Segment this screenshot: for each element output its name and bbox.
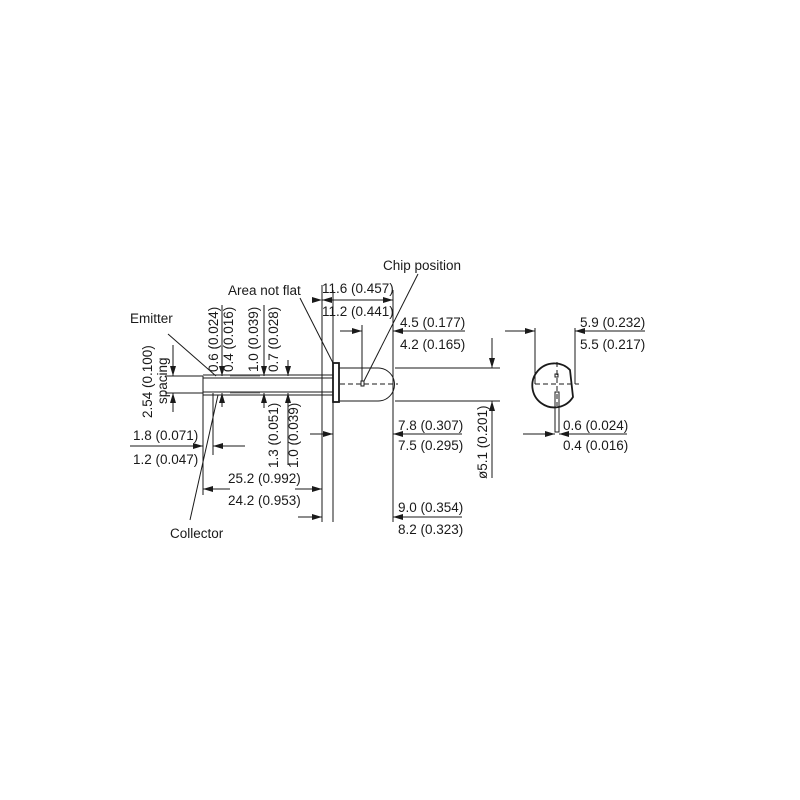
dim-lead-spacing: 2.54 (0.100) bbox=[140, 345, 155, 418]
dimension-lines bbox=[130, 297, 495, 520]
flange bbox=[332, 362, 340, 403]
chip-position-label: Chip position bbox=[383, 258, 461, 273]
collector-label: Collector bbox=[170, 526, 224, 541]
spacing-label: spacing bbox=[155, 357, 170, 404]
dim-overall-min: 11.2 (0.441) bbox=[322, 304, 394, 319]
dim-kink2-min: 1.0 (0.039) bbox=[286, 403, 301, 468]
dim-overall-max: 11.6 (0.457) bbox=[322, 281, 394, 296]
lens-body bbox=[339, 367, 395, 402]
component-front-view bbox=[505, 328, 645, 437]
emitter-label: Emitter bbox=[130, 311, 173, 326]
dim-lead-w-max: 0.6 (0.024) bbox=[206, 307, 221, 372]
dim-body2-min: 8.2 (0.323) bbox=[398, 522, 463, 537]
dim-lead-end-min: 1.2 (0.047) bbox=[133, 452, 198, 467]
dim-side-lead-min: 0.4 (0.016) bbox=[563, 438, 628, 453]
dim-kink2-max: 1.3 (0.051) bbox=[266, 403, 281, 468]
area-not-flat-label: Area not flat bbox=[228, 283, 301, 298]
dim-body-min: 7.5 (0.295) bbox=[398, 438, 463, 453]
dim-lead-len-max: 25.2 (0.992) bbox=[228, 471, 301, 486]
dim-chip-max: 4.5 (0.177) bbox=[400, 315, 465, 330]
front-lead bbox=[554, 391, 560, 433]
chip-marker bbox=[360, 380, 365, 387]
dim-diameter: ø5.1 (0.201) bbox=[475, 405, 490, 479]
dim-body2-max: 9.0 (0.354) bbox=[398, 500, 463, 515]
front-outline bbox=[531, 362, 574, 409]
dim-lead-end-max: 1.8 (0.071) bbox=[133, 428, 198, 443]
dim-kink-max: 1.0 (0.039) bbox=[246, 307, 261, 372]
dim-lead-w-min: 0.4 (0.016) bbox=[221, 307, 236, 372]
dim-chip-min: 4.2 (0.165) bbox=[400, 337, 465, 352]
dim-side-lead-max: 0.6 (0.024) bbox=[563, 418, 628, 433]
dim-flange-min: 5.5 (0.217) bbox=[580, 337, 645, 352]
leader-lines bbox=[167, 273, 419, 521]
dim-lead-len-min: 24.2 (0.953) bbox=[228, 493, 301, 508]
dim-kink-min: 0.7 (0.028) bbox=[266, 307, 281, 372]
dim-flange-max: 5.9 (0.232) bbox=[580, 315, 645, 330]
dim-body-max: 7.8 (0.307) bbox=[398, 418, 463, 433]
